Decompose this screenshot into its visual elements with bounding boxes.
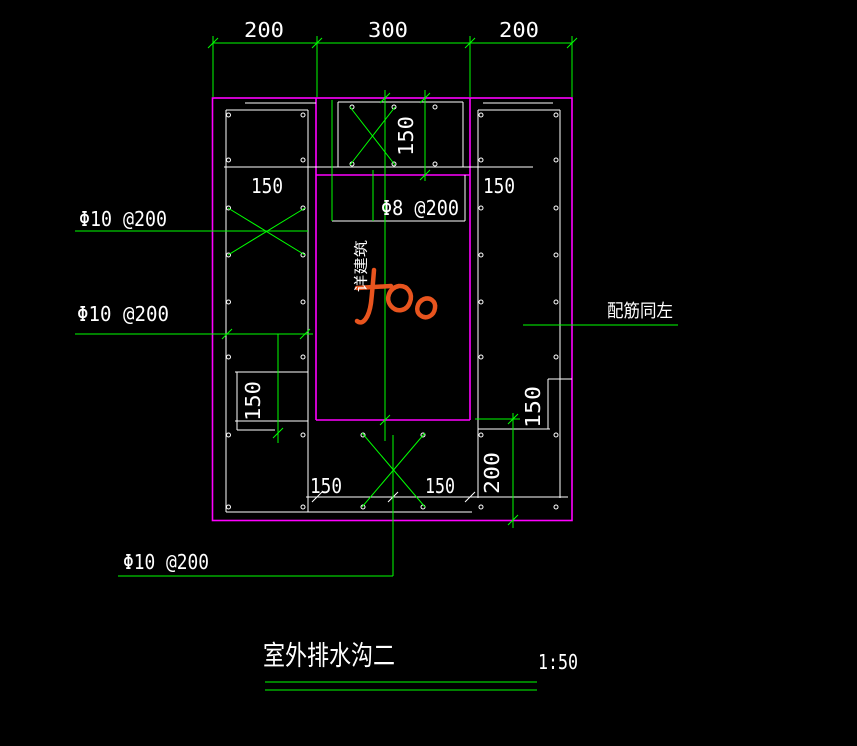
dim-top-left: 200	[244, 18, 284, 42]
handwritten-stroke-o1	[386, 283, 414, 313]
dim-right-base-height: 150	[521, 386, 545, 428]
title-block: 室外排水沟二 1:50	[263, 641, 578, 674]
label-note-mirror: 配筋同左	[607, 301, 673, 322]
dim-left-wall: 150	[251, 174, 283, 198]
rebar-dots	[226, 104, 559, 510]
dim-left-base-height: 150	[241, 381, 265, 421]
dim-right-edge-height: 200	[480, 452, 504, 494]
label-rebar-channel: Φ8 @200	[381, 196, 459, 220]
handwritten-markup: 500	[354, 267, 438, 325]
dim-top-right: 200	[499, 18, 539, 42]
label-note-vertical: 详建筑	[354, 240, 370, 292]
dim-channel-depth: 150	[394, 116, 418, 156]
dim-base-left-width: 150	[310, 474, 342, 498]
dimension-texts: 200 300 200 150 150 150 150 150 200 150 …	[241, 18, 545, 498]
drawing-title: 室外排水沟二	[263, 641, 395, 672]
handwritten-stroke-tail	[354, 267, 377, 325]
dimension-lines	[75, 36, 678, 691]
dim-top-middle: 300	[368, 18, 408, 42]
cross-brace-top	[349, 106, 396, 166]
rebar-linework	[224, 101, 572, 513]
drawing-scale: 1:50	[538, 650, 578, 674]
handwritten-stroke-o2	[414, 296, 438, 320]
label-rebar-left-upper: Φ10 @200	[79, 207, 167, 231]
annotation-texts: Φ8 @200 Φ10 @200 Φ10 @200 Φ10 @200 配筋同左 …	[77, 196, 673, 574]
concrete-outline	[211, 97, 573, 522]
label-rebar-left-lower: Φ10 @200	[77, 302, 169, 326]
label-rebar-bottom: Φ10 @200	[123, 550, 209, 574]
outer-section-outline	[211, 97, 573, 522]
dim-base-right-width: 150	[425, 474, 455, 498]
dim-right-wall: 150	[483, 174, 515, 198]
